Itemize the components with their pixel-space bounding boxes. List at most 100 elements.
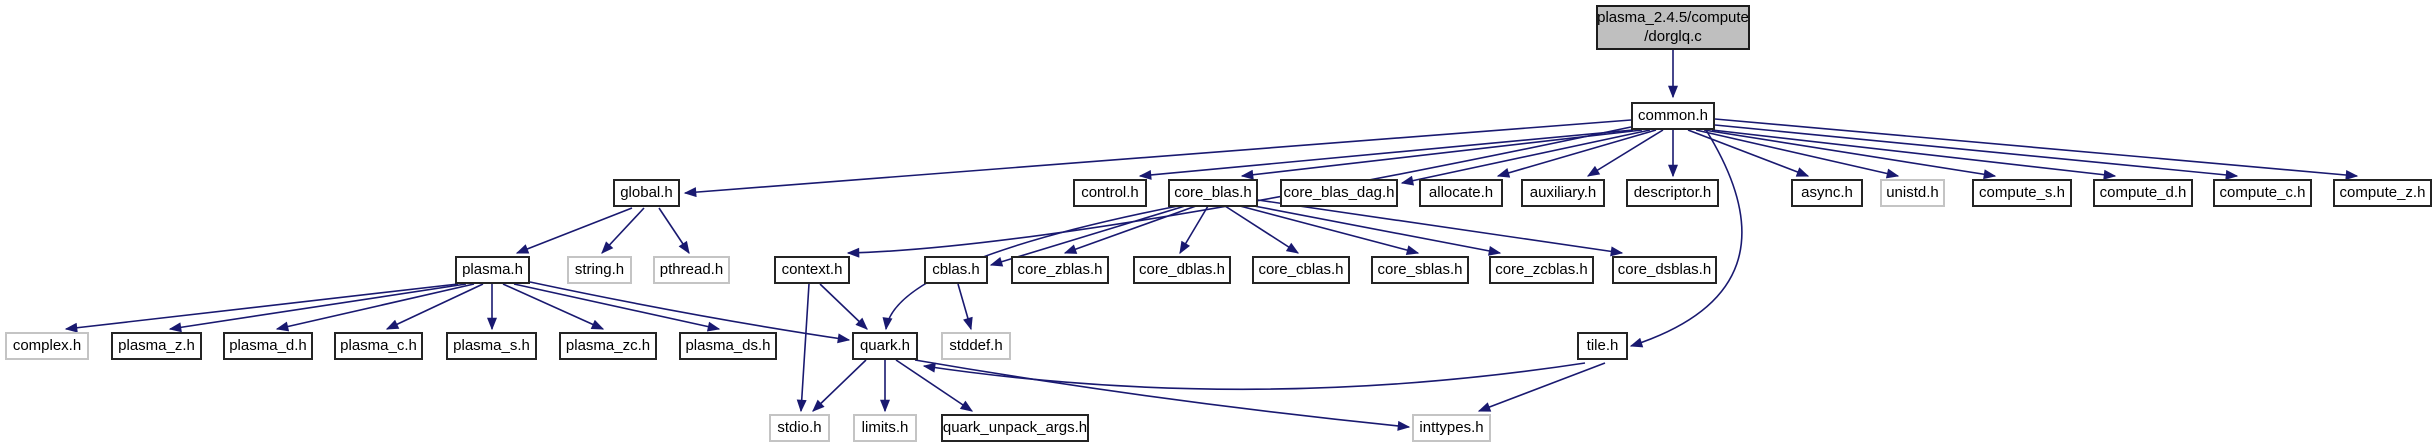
edge-plasma-to-quark — [529, 281, 851, 344]
edge-common-to-global — [683, 119, 1632, 198]
edge-global-to-plasma — [515, 207, 633, 254]
node-core_zcblas[interactable]: core_zcblas.h — [1489, 256, 1594, 284]
node-label: core_zcblas.h — [1495, 260, 1588, 278]
edge-common-to-core_blas_dag — [1400, 129, 1651, 186]
node-core_cblas[interactable]: core_cblas.h — [1252, 256, 1350, 284]
edge-global-to-pthread — [658, 207, 690, 255]
node-label: context.h — [781, 260, 843, 278]
node-label: quark_unpack_args.h — [942, 418, 1088, 436]
node-pthread: pthread.h — [653, 256, 730, 284]
node-tile[interactable]: tile.h — [1577, 332, 1628, 360]
node-plasma_d[interactable]: plasma_d.h — [223, 332, 313, 360]
node-auxiliary[interactable]: auxiliary.h — [1521, 179, 1605, 207]
node-label: compute_z.h — [2339, 183, 2426, 201]
node-complex: complex.h — [5, 332, 89, 360]
edge-core_blas-to-core_zblas — [1063, 205, 1197, 254]
node-core_sblas[interactable]: core_sblas.h — [1371, 256, 1469, 284]
node-context[interactable]: context.h — [774, 256, 850, 284]
node-core_zblas[interactable]: core_zblas.h — [1011, 256, 1109, 284]
edge-quark-to-stdio — [812, 359, 867, 412]
node-label: tile.h — [1586, 336, 1619, 354]
node-plasma_ds[interactable]: plasma_ds.h — [679, 332, 777, 360]
node-label: auxiliary.h — [1529, 183, 1597, 201]
node-label: core_dblas.h — [1139, 260, 1225, 278]
node-label: core_cblas.h — [1258, 260, 1344, 278]
edge-common-to-unistd — [1695, 129, 1900, 179]
node-stddef: stddef.h — [941, 332, 1011, 360]
node-label: plasma_s.h — [453, 336, 530, 354]
node-core_blas_dag[interactable]: core_blas_dag.h — [1280, 179, 1398, 207]
edge-plasma-to-plasma_d — [275, 283, 475, 332]
edge-core_blas-to-cblas — [989, 205, 1186, 267]
node-plasma[interactable]: plasma.h — [455, 256, 530, 284]
node-compute_z[interactable]: compute_z.h — [2333, 179, 2432, 207]
node-core_blas[interactable]: core_blas.h — [1168, 179, 1258, 207]
node-label: stddef.h — [949, 336, 1003, 354]
node-label: pthread.h — [659, 260, 724, 278]
node-label: plasma_d.h — [229, 336, 307, 354]
edge-common-to-tile — [1629, 129, 1743, 348]
node-core_dsblas[interactable]: core_dsblas.h — [1612, 256, 1717, 284]
node-plasma_zc[interactable]: plasma_zc.h — [559, 332, 657, 360]
node-label: plasma_2.4.5/compute /dorglq.c — [1597, 8, 1749, 45]
node-label: core_dsblas.h — [1617, 260, 1712, 278]
edge-common-to-async — [1687, 129, 1810, 177]
edge-plasma-to-complex — [64, 283, 459, 333]
node-plasma_c[interactable]: plasma_c.h — [334, 332, 423, 360]
node-label: quark.h — [859, 336, 911, 354]
node-cblas[interactable]: cblas.h — [924, 256, 988, 284]
edge-common-to-context — [846, 126, 1632, 258]
node-label: compute_d.h — [2099, 183, 2187, 201]
node-plasma_z[interactable]: plasma_z.h — [111, 332, 202, 360]
node-global[interactable]: global.h — [613, 179, 680, 207]
edge-plasma-to-plasma_z — [168, 283, 467, 333]
node-label: plasma_z.h — [118, 336, 195, 354]
node-label: core_blas.h — [1174, 183, 1252, 201]
node-label: plasma_c.h — [340, 336, 417, 354]
node-label: allocate.h — [1428, 183, 1494, 201]
edge-common-to-compute_d — [1711, 129, 2117, 180]
edge-common-to-compute_s — [1703, 129, 1997, 180]
node-quark[interactable]: quark.h — [852, 332, 918, 360]
node-label: plasma_ds.h — [685, 336, 771, 354]
node-descriptor[interactable]: descriptor.h — [1626, 179, 1719, 207]
edge-core_blas-to-core_dsblas — [1257, 199, 1624, 257]
node-compute_c[interactable]: compute_c.h — [2213, 179, 2312, 207]
node-core_dblas[interactable]: core_dblas.h — [1133, 256, 1231, 284]
node-limits: limits.h — [853, 414, 917, 442]
edge-core_blas-to-core_dblas — [1179, 205, 1209, 255]
node-common[interactable]: common.h — [1631, 102, 1715, 130]
node-compute_s[interactable]: compute_s.h — [1972, 179, 2072, 207]
edge-quark-to-inttypes — [914, 359, 1411, 431]
node-control[interactable]: control.h — [1073, 179, 1147, 207]
node-unistd: unistd.h — [1880, 179, 1945, 207]
edge-core_blas-to-core_cblas — [1224, 205, 1300, 254]
node-label: global.h — [620, 183, 673, 201]
edge-cblas-to-stddef — [957, 283, 973, 331]
edge-common-to-compute_z — [1714, 118, 2359, 180]
node-quark_unpack_args[interactable]: quark_unpack_args.h — [941, 414, 1089, 442]
node-label: plasma.h — [462, 260, 523, 278]
node-label: unistd.h — [1886, 183, 1939, 201]
edge-quark-to-quark_unpack_args — [895, 359, 974, 412]
edge-common-to-auxiliary — [1586, 129, 1664, 177]
node-label: cblas.h — [932, 260, 980, 278]
node-label: core_sblas.h — [1377, 260, 1463, 278]
node-plasma_s[interactable]: plasma_s.h — [446, 332, 537, 360]
node-label: string.h — [574, 260, 625, 278]
edge-context-to-stdio — [796, 283, 810, 413]
node-label: stdio.h — [777, 418, 822, 436]
node-allocate[interactable]: allocate.h — [1419, 179, 1503, 207]
node-label: core_blas_dag.h — [1283, 183, 1395, 201]
node-label: inttypes.h — [1419, 418, 1484, 436]
edge-core_blas-to-core_sblas — [1239, 205, 1420, 255]
node-label: plasma_zc.h — [565, 336, 651, 354]
edge-common-to-core_blas — [1240, 129, 1643, 180]
node-label: core_zblas.h — [1017, 260, 1103, 278]
node-compute_d[interactable]: compute_d.h — [2093, 179, 2193, 207]
edge-common-to-control — [1138, 129, 1634, 180]
edge-tile-to-quark — [922, 362, 1586, 391]
node-async[interactable]: async.h — [1791, 179, 1863, 207]
